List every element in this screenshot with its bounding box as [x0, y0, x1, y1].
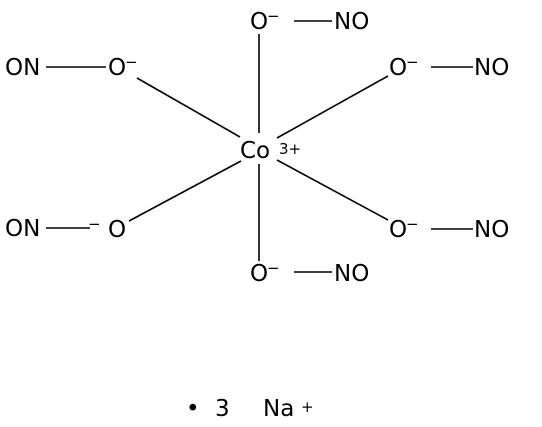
- oxygen-bottom: O: [250, 261, 268, 287]
- bond-co-o-upper-right: [276, 75, 389, 139]
- oxygen-bottom-charge: −: [267, 259, 280, 277]
- nitrosyl-top: NO: [334, 9, 369, 35]
- bond-co-o-upper-left: [136, 77, 241, 138]
- bond-co-o-lower-right: [276, 159, 389, 221]
- nitrosyl-bottom: NO: [334, 261, 369, 287]
- nitrosyl-upper-right: NO: [474, 55, 509, 81]
- bond-co-o-lower-left: [128, 160, 242, 222]
- oxygen-lower-right-charge: −: [406, 215, 419, 233]
- oxygen-upper-right: O: [389, 55, 407, 81]
- bullet-dot: •: [186, 396, 200, 422]
- nitrosyl-upper-left: ON: [5, 55, 40, 81]
- cobalt-atom: Co: [240, 138, 270, 164]
- oxygen-upper-left: O: [108, 55, 126, 81]
- cobalt-charge: 3+: [279, 140, 301, 158]
- counterion-count: 3: [215, 396, 230, 422]
- sodium-charge: +: [301, 398, 314, 416]
- sodium-ion: Na: [263, 396, 294, 422]
- oxygen-top-charge: −: [267, 7, 280, 25]
- oxygen-lower-left-charge: −: [88, 215, 101, 233]
- oxygen-lower-right: O: [389, 217, 407, 243]
- nitrosyl-lower-left: ON: [5, 216, 40, 242]
- oxygen-upper-right-charge: −: [406, 53, 419, 71]
- oxygen-lower-left: O: [108, 217, 126, 243]
- oxygen-top: O: [250, 9, 268, 35]
- oxygen-upper-left-charge: −: [125, 53, 138, 71]
- nitrosyl-lower-right: NO: [474, 217, 509, 243]
